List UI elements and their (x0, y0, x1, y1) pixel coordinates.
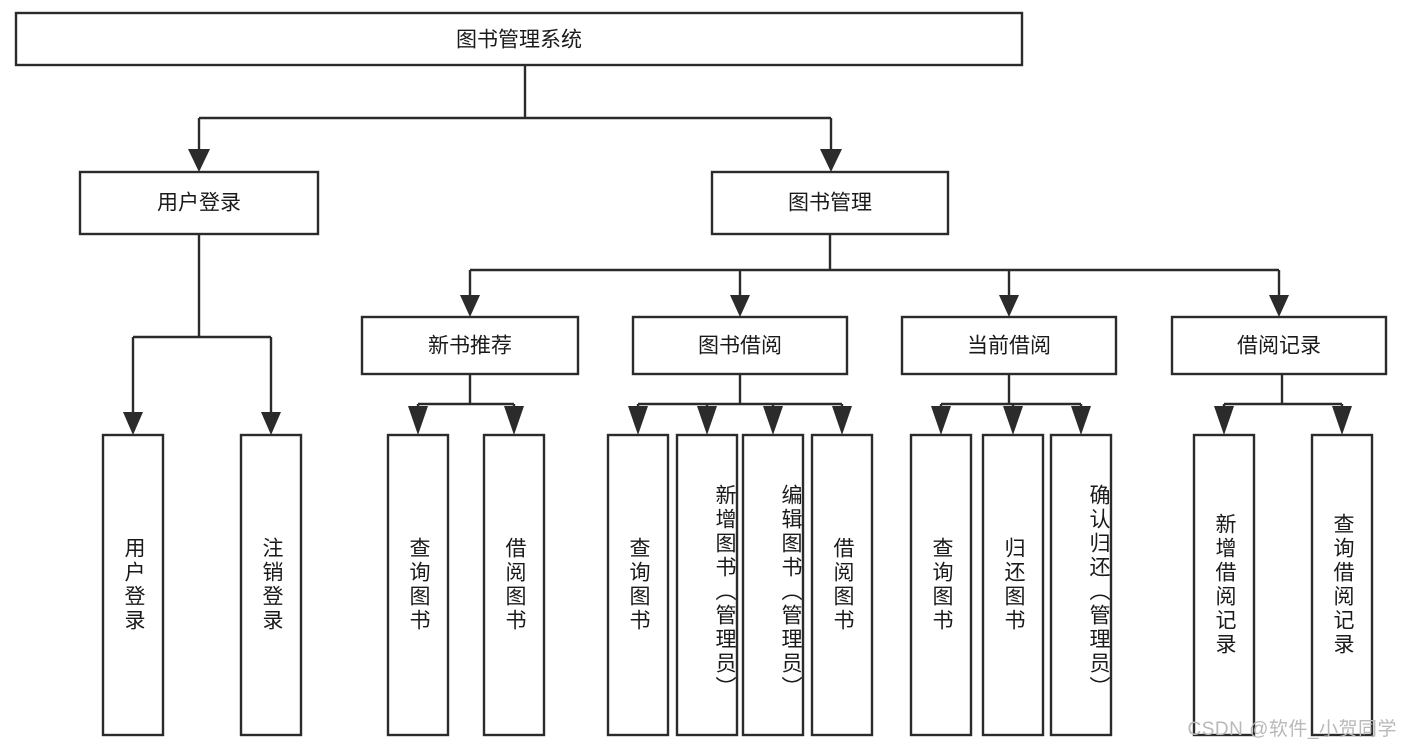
node-borrow-record[interactable]: 借阅记录 (1170, 315, 1388, 376)
arrow-head-icon (123, 412, 143, 435)
node-book-manage-label: 图书管理 (788, 192, 872, 215)
arrow-head-icon (628, 406, 648, 435)
node-user-login[interactable]: 用户登录 (78, 170, 320, 236)
arrow-head-icon (1269, 295, 1289, 317)
connector-user-login-to-leaves (123, 234, 281, 435)
connector-borrow-record-to-leaves (1214, 374, 1352, 435)
connector-book-borrow-to-leaves (628, 374, 852, 435)
node-leaf-borrow-book-2-box[interactable] (810, 433, 874, 737)
node-root-box[interactable] (14, 11, 1024, 67)
node-leaf-query-book-2-box[interactable] (606, 433, 670, 737)
arrow-head-icon (460, 295, 480, 317)
connector-root-to-level2 (188, 65, 842, 172)
node-book-manage-box[interactable] (710, 170, 950, 236)
arrow-head-icon (832, 406, 852, 435)
arrow-head-icon (697, 406, 717, 435)
node-borrow-record-box[interactable] (1170, 315, 1388, 376)
node-leaf-confirm-return-box[interactable] (1049, 433, 1113, 737)
node-leaf-edit-book-box[interactable] (741, 433, 805, 737)
node-leaf-add-book-box[interactable] (675, 433, 739, 737)
arrow-head-icon (1071, 406, 1091, 435)
watermark-text: CSDN @软件_小贺同学 (1187, 719, 1397, 740)
node-leaf-return-book-box[interactable] (981, 433, 1045, 737)
node-user-login-box[interactable] (78, 170, 320, 236)
arrow-head-icon (408, 406, 428, 435)
arrow-head-icon (504, 406, 524, 435)
arrow-head-icon (188, 149, 210, 172)
node-root-label: 图书管理系统 (456, 29, 582, 52)
node-book-manage[interactable]: 图书管理 (710, 170, 950, 236)
node-leaf-query-book-3-box[interactable] (909, 433, 973, 737)
node-new-book-rec-box[interactable] (360, 315, 580, 376)
node-user-login-label: 用户登录 (157, 192, 241, 215)
arrow-head-icon (931, 406, 951, 435)
node-new-book-rec[interactable]: 新书推荐 (360, 315, 580, 376)
connector-new-book-rec-to-leaves (408, 374, 524, 435)
connector-current-borrow-to-leaves (931, 374, 1091, 435)
node-leaf-query-record-box[interactable] (1310, 433, 1374, 737)
arrow-head-icon (999, 295, 1019, 317)
arrow-head-icon (1332, 406, 1352, 435)
node-leaf-user-logout-box[interactable] (239, 433, 303, 737)
arrow-head-icon (1214, 406, 1234, 435)
arrow-head-icon (820, 149, 842, 172)
arrow-head-icon (261, 412, 281, 435)
connector-book-manage-to-level3 (460, 234, 1289, 317)
node-book-borrow-box[interactable] (631, 315, 849, 376)
node-current-borrow-label: 当前借阅 (967, 335, 1051, 358)
node-leaf-add-record-box[interactable] (1192, 433, 1256, 737)
node-book-borrow-label: 图书借阅 (698, 335, 782, 358)
arrow-head-icon (763, 406, 783, 435)
node-borrow-record-label: 借阅记录 (1237, 335, 1321, 358)
node-root[interactable]: 图书管理系统 (14, 11, 1024, 67)
arrow-head-icon (1003, 406, 1023, 435)
node-current-borrow-box[interactable] (900, 315, 1118, 376)
node-leaf-query-book-1-box[interactable] (386, 433, 450, 737)
node-leaf-borrow-book-1-box[interactable] (482, 433, 546, 737)
arrow-head-icon (730, 295, 750, 317)
node-book-borrow[interactable]: 图书借阅 (631, 315, 849, 376)
node-leaf-user-login-box[interactable] (101, 433, 165, 737)
node-current-borrow[interactable]: 当前借阅 (900, 315, 1118, 376)
node-new-book-rec-label: 新书推荐 (428, 335, 512, 358)
